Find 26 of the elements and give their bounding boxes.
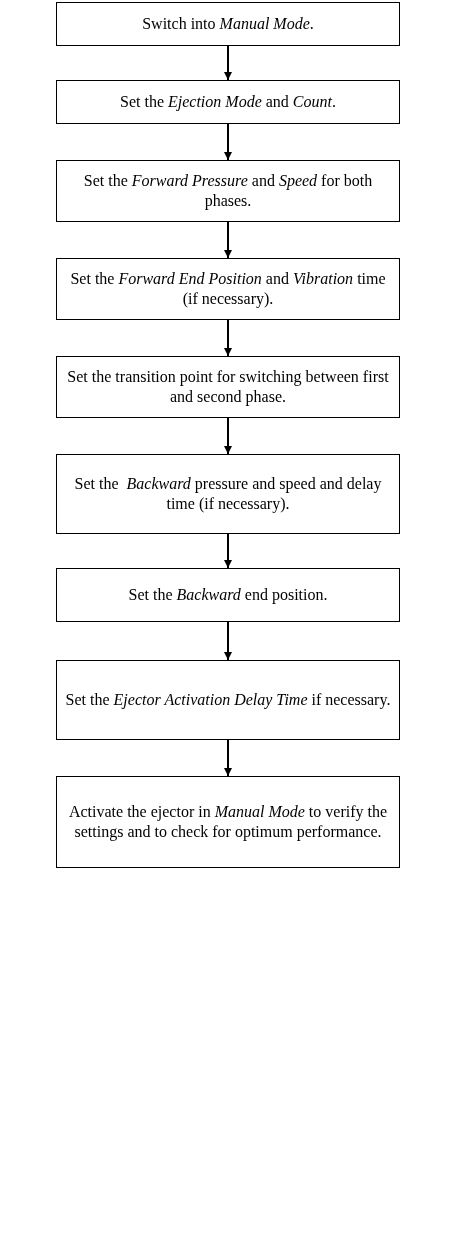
arrow [224, 123, 232, 161]
process-box [56, 776, 400, 868]
step-text: Set the Ejection Mode and Count. [120, 92, 336, 112]
step-text: Set the Backward pressure and speed and delay time (if necessary). [73, 474, 383, 514]
arrow [224, 533, 232, 569]
process-box [56, 568, 400, 622]
process-box [56, 80, 400, 124]
arrow [224, 45, 232, 81]
process-box [56, 2, 400, 46]
arrow [224, 221, 232, 259]
step-text: Switch into Manual Mode. [142, 14, 314, 34]
arrow [224, 621, 232, 661]
process-box [56, 160, 400, 222]
arrow [224, 319, 232, 357]
process-box [56, 660, 400, 740]
step-text: Set the Ejector Activation Delay Time if necessary. [65, 690, 391, 710]
step-text: Set the Forward Pressure and Speed for both phases. [82, 171, 374, 211]
step-text: Set the Backward end position. [128, 585, 328, 605]
process-box [56, 258, 400, 320]
arrow [224, 417, 232, 455]
step-text: Set the Forward End Position and Vibration time (if necessary). [69, 269, 387, 309]
process-box [56, 356, 400, 418]
step-text: Set the transition point for switching between first and second phase. [66, 367, 390, 407]
arrow [224, 739, 232, 777]
process-box [56, 454, 400, 534]
step-text: Activate the ejector in Manual Mode to verify the settings and to check for optimum performance. [67, 802, 389, 842]
